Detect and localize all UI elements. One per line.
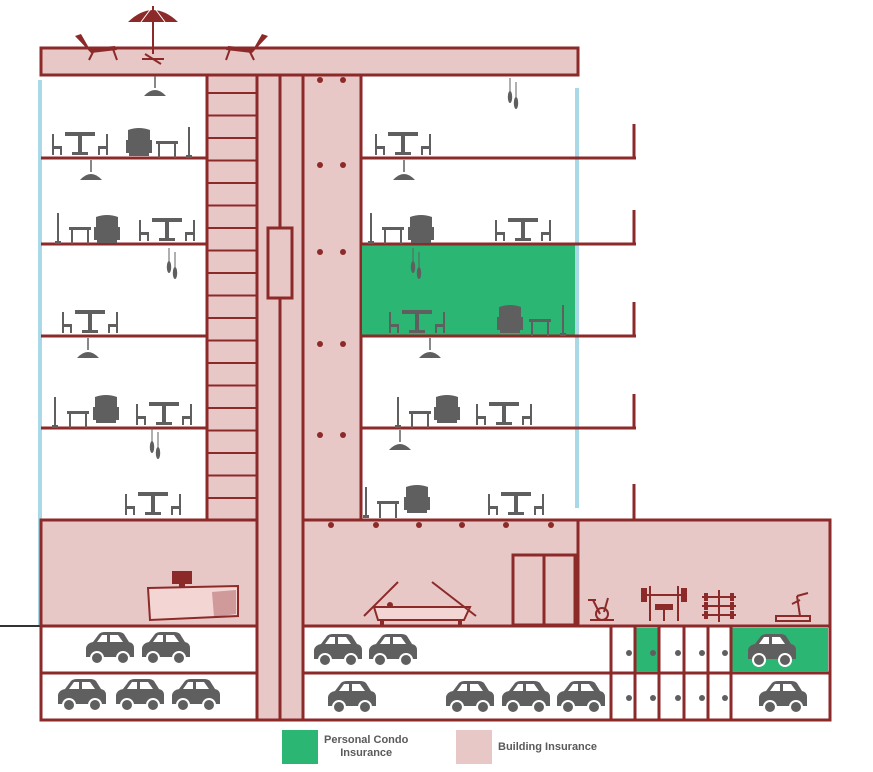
hallway-column [301,73,363,522]
legend-item-building: Building Insurance [456,730,597,764]
legend-label-condo-line-1: Personal Condo [324,734,409,746]
umbrella-icon [128,5,178,65]
windows [38,80,579,625]
legend-label-building: Building Insurance [498,741,597,754]
legend-label-condo: Personal Condo Insurance [324,734,408,760]
weight-bench-icon [641,586,687,621]
left-wing [41,156,207,430]
legend-label-building-line-1: Building Insurance [498,740,598,753]
roof-deck [39,46,580,77]
legend-item-condo: Personal Condo Insurance [282,730,408,764]
reception-desk-icon [146,571,239,622]
legend-swatch-building [456,730,492,764]
elevator-car [266,226,294,300]
staircase [205,73,259,522]
treadmill-icon [775,592,811,622]
legend-label-condo-line-2: Insurance [340,747,393,759]
dumbbell-rack-icon [702,590,736,622]
exercise-bike-icon [588,597,614,621]
elevator-shaft [255,73,305,722]
legend-swatch-condo [282,730,318,764]
pool-table-icon [363,581,477,626]
